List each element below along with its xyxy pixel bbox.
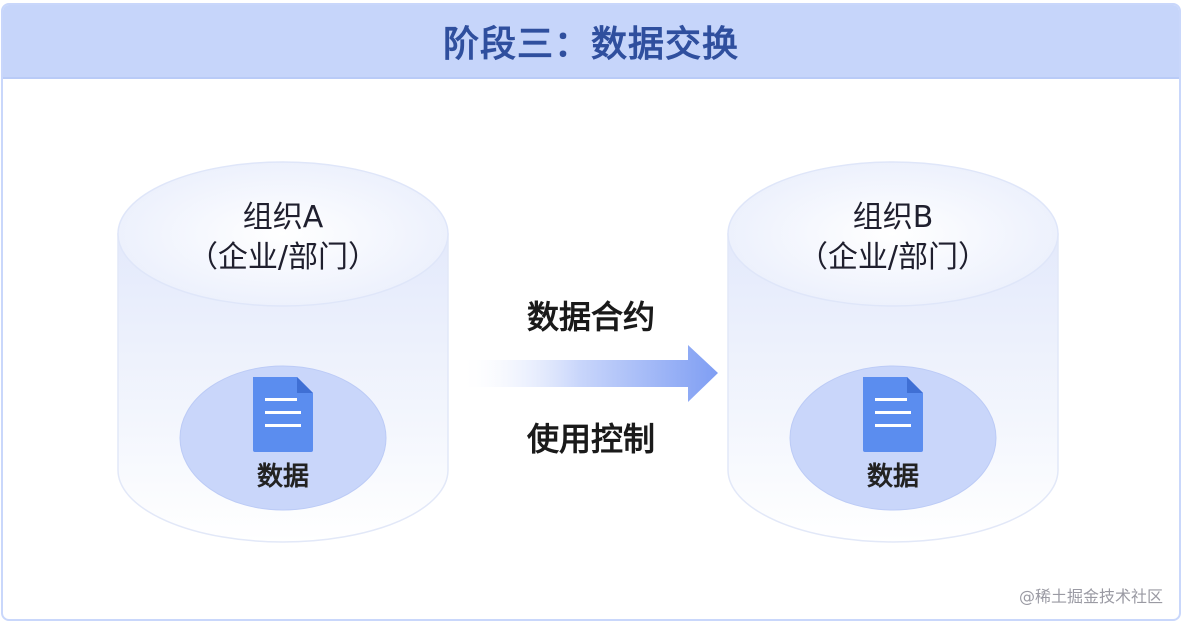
exchange-arrow-icon	[465, 345, 718, 402]
contract-label: 数据合约	[526, 298, 655, 336]
watermark: @稀土掘金技术社区	[1018, 587, 1163, 606]
org-a-subtitle: （企业/部门）	[187, 240, 379, 275]
page-title: 阶段三：数据交换	[442, 24, 739, 65]
org-b-subtitle: （企业/部门）	[797, 240, 989, 275]
header-bar: 阶段三：数据交换	[3, 5, 1179, 79]
org-a-data-label: 数据	[256, 462, 309, 492]
org-b-name: 组织B	[852, 200, 934, 235]
org-b-data-label: 数据	[866, 462, 919, 492]
org-a-doc-icon	[253, 377, 313, 452]
usage-control-label: 使用控制	[526, 420, 655, 458]
org-a-name: 组织A	[242, 200, 324, 235]
org-b-doc-icon	[863, 377, 923, 452]
